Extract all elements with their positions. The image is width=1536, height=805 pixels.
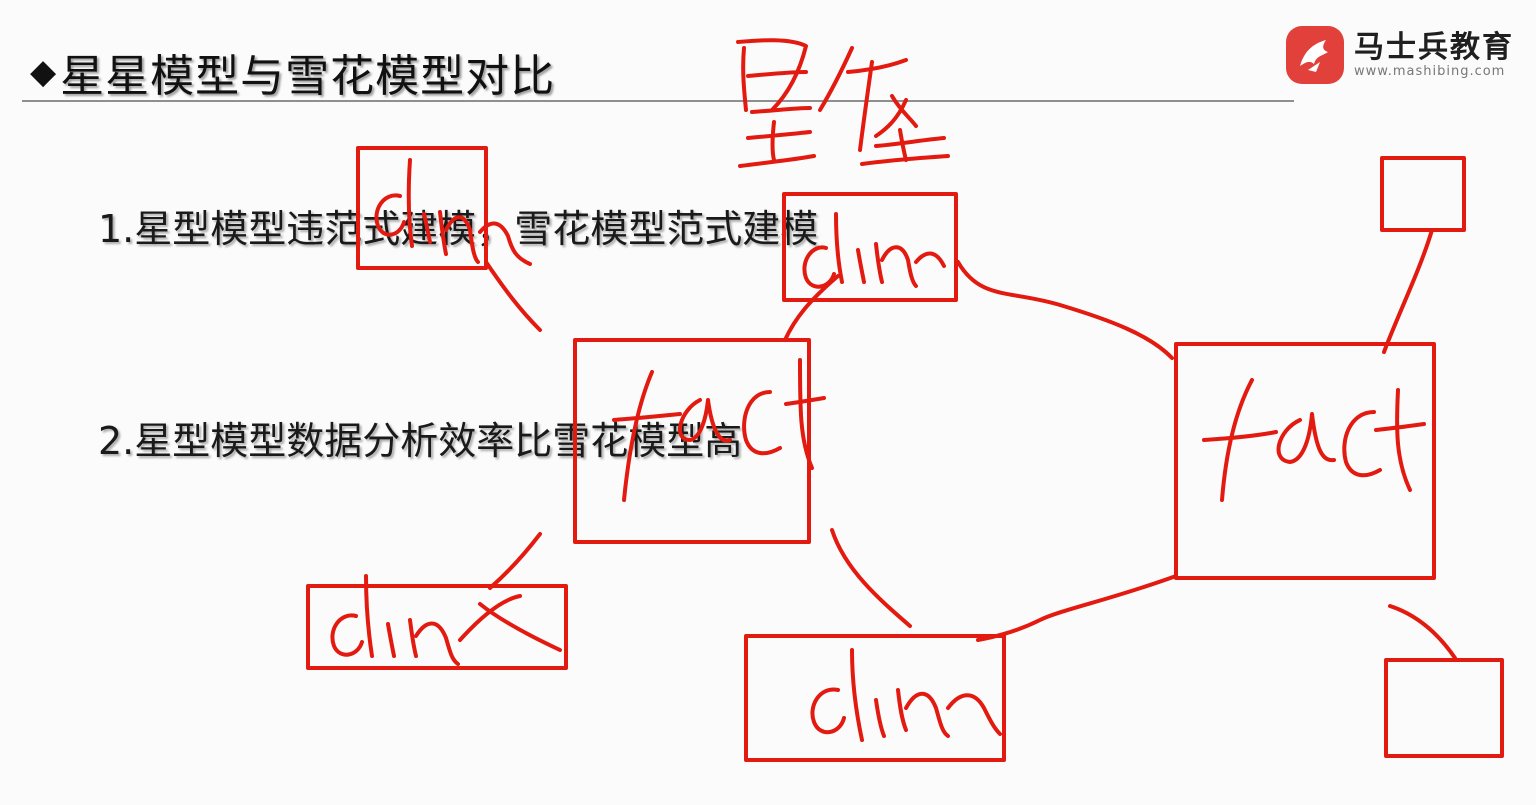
dim-box-bottom-left (306, 584, 568, 670)
link-dim-top-left-fact (484, 260, 542, 332)
logo-url: www.mashibing.com (1354, 64, 1506, 79)
link-fact-dim-bottom-center (830, 528, 912, 628)
point-1: 1.星型模型违范式建模，雪花模型范式建模 (98, 207, 819, 251)
link-fact-right-small-top (1382, 228, 1434, 354)
slide-title: 星星模型与雪花模型对比 (60, 51, 556, 102)
title-divider (22, 100, 1294, 102)
diamond-bullet-icon: ◆ (30, 52, 57, 92)
small-box-bottom-right (1384, 658, 1504, 758)
fact-box-left (573, 338, 811, 544)
logo-mark-icon (1286, 26, 1344, 84)
dim-box-top-center (782, 192, 958, 302)
link-fact-right-dim-bottom-center (976, 574, 1178, 642)
dim-box-top-left (356, 146, 488, 270)
link-fact-right-small-bottom (1388, 604, 1457, 660)
logo-name: 马士兵教育 (1354, 30, 1514, 65)
link-fact-dim-bottom-left (488, 532, 542, 590)
small-box-top-right (1380, 156, 1466, 232)
slide-title-row: ◆ 星星模型与雪花模型对比 (30, 40, 555, 104)
fact-box-right (1174, 342, 1436, 580)
link-dim-top-center-fact-right (956, 260, 1174, 360)
brand-logo: 马士兵教育 www.mashibing.com (1286, 26, 1514, 84)
dim-box-bottom-center (744, 634, 1006, 762)
